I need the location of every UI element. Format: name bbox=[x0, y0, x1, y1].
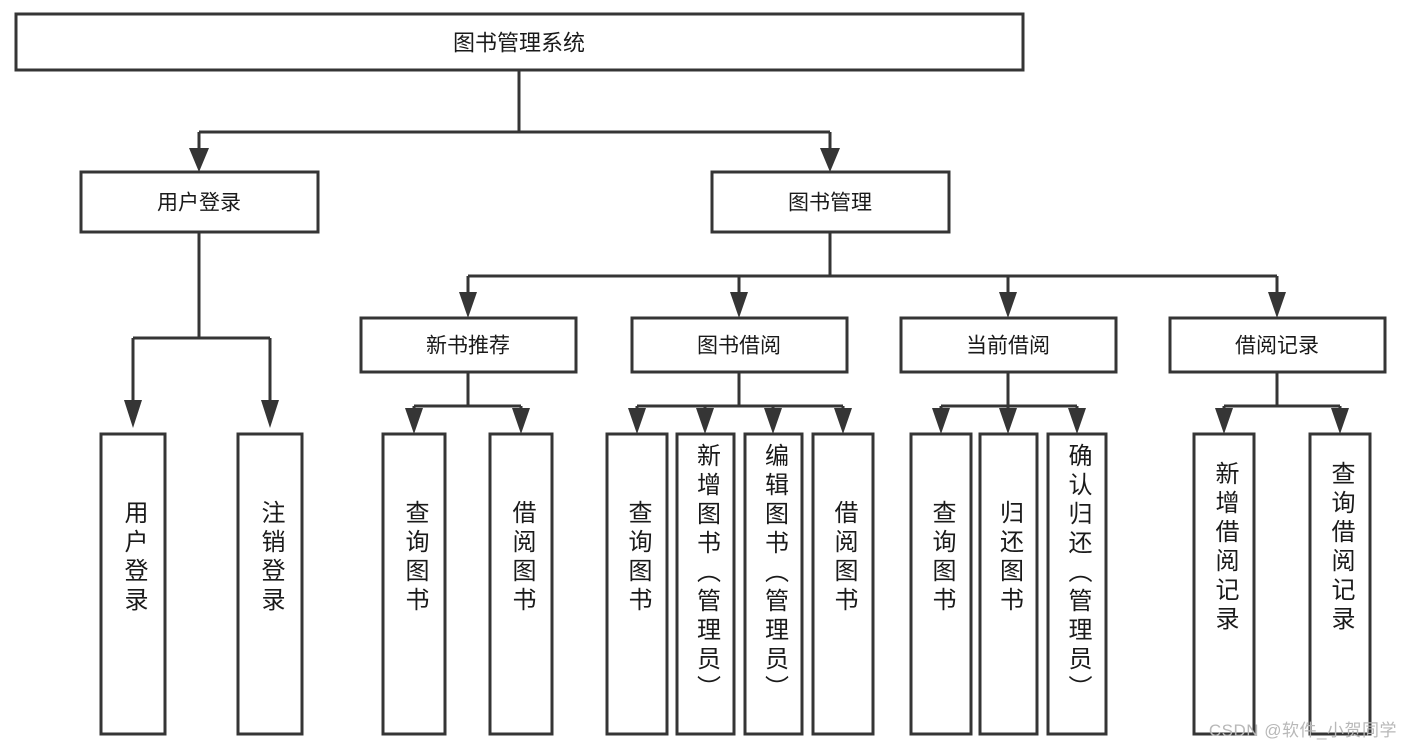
node-leaf-user-login[interactable] bbox=[99, 432, 167, 736]
node-book-borrow-label: 图书借阅 bbox=[697, 335, 781, 358]
node-leaf-confirm-return[interactable] bbox=[1046, 432, 1108, 736]
connector-book-manage-to-level3 bbox=[459, 232, 1286, 318]
node-leaf-add-record[interactable] bbox=[1192, 432, 1256, 736]
node-leaf-add-book[interactable] bbox=[675, 432, 736, 736]
node-current-borrow-label: 当前借阅 bbox=[966, 335, 1050, 358]
node-current-borrow[interactable]: 当前借阅 bbox=[899, 316, 1118, 374]
node-book-borrow[interactable]: 图书借阅 bbox=[630, 316, 849, 374]
node-leaf-query-book-2[interactable] bbox=[605, 432, 669, 736]
node-leaf-query-book-3[interactable] bbox=[909, 432, 973, 736]
node-leaf-borrow-book-1[interactable] bbox=[488, 432, 554, 736]
node-root[interactable]: 图书管理系统 bbox=[14, 12, 1025, 72]
node-leaf-edit-book[interactable] bbox=[743, 432, 804, 736]
node-leaf-return-book[interactable] bbox=[978, 432, 1039, 736]
connector-book-borrow-children bbox=[628, 372, 852, 434]
connector-new-book-rec-children bbox=[405, 372, 530, 434]
node-leaf-query-book-1[interactable] bbox=[381, 432, 447, 736]
node-borrow-record[interactable]: 借阅记录 bbox=[1168, 316, 1387, 374]
connector-user-login-children bbox=[124, 232, 279, 428]
node-borrow-record-label: 借阅记录 bbox=[1235, 335, 1319, 358]
node-root-label: 图书管理系统 bbox=[453, 31, 585, 56]
node-leaf-query-record[interactable] bbox=[1308, 432, 1372, 736]
node-user-login-label: 用户登录 bbox=[157, 192, 241, 215]
node-leaf-logout-login[interactable] bbox=[236, 432, 304, 736]
connector-root-to-level2 bbox=[189, 70, 840, 172]
node-user-login[interactable]: 用户登录 bbox=[79, 170, 320, 234]
node-book-manage-label: 图书管理 bbox=[788, 192, 872, 215]
node-new-book-rec[interactable]: 新书推荐 bbox=[359, 316, 578, 374]
node-book-manage[interactable]: 图书管理 bbox=[710, 170, 951, 234]
node-new-book-rec-label: 新书推荐 bbox=[426, 335, 510, 358]
connector-current-borrow-children bbox=[932, 372, 1086, 434]
csdn-watermark: CSDN @软件_小贺同学 bbox=[1208, 721, 1397, 740]
connector-borrow-record-children bbox=[1215, 372, 1349, 434]
node-leaf-borrow-book-2[interactable] bbox=[811, 432, 875, 736]
